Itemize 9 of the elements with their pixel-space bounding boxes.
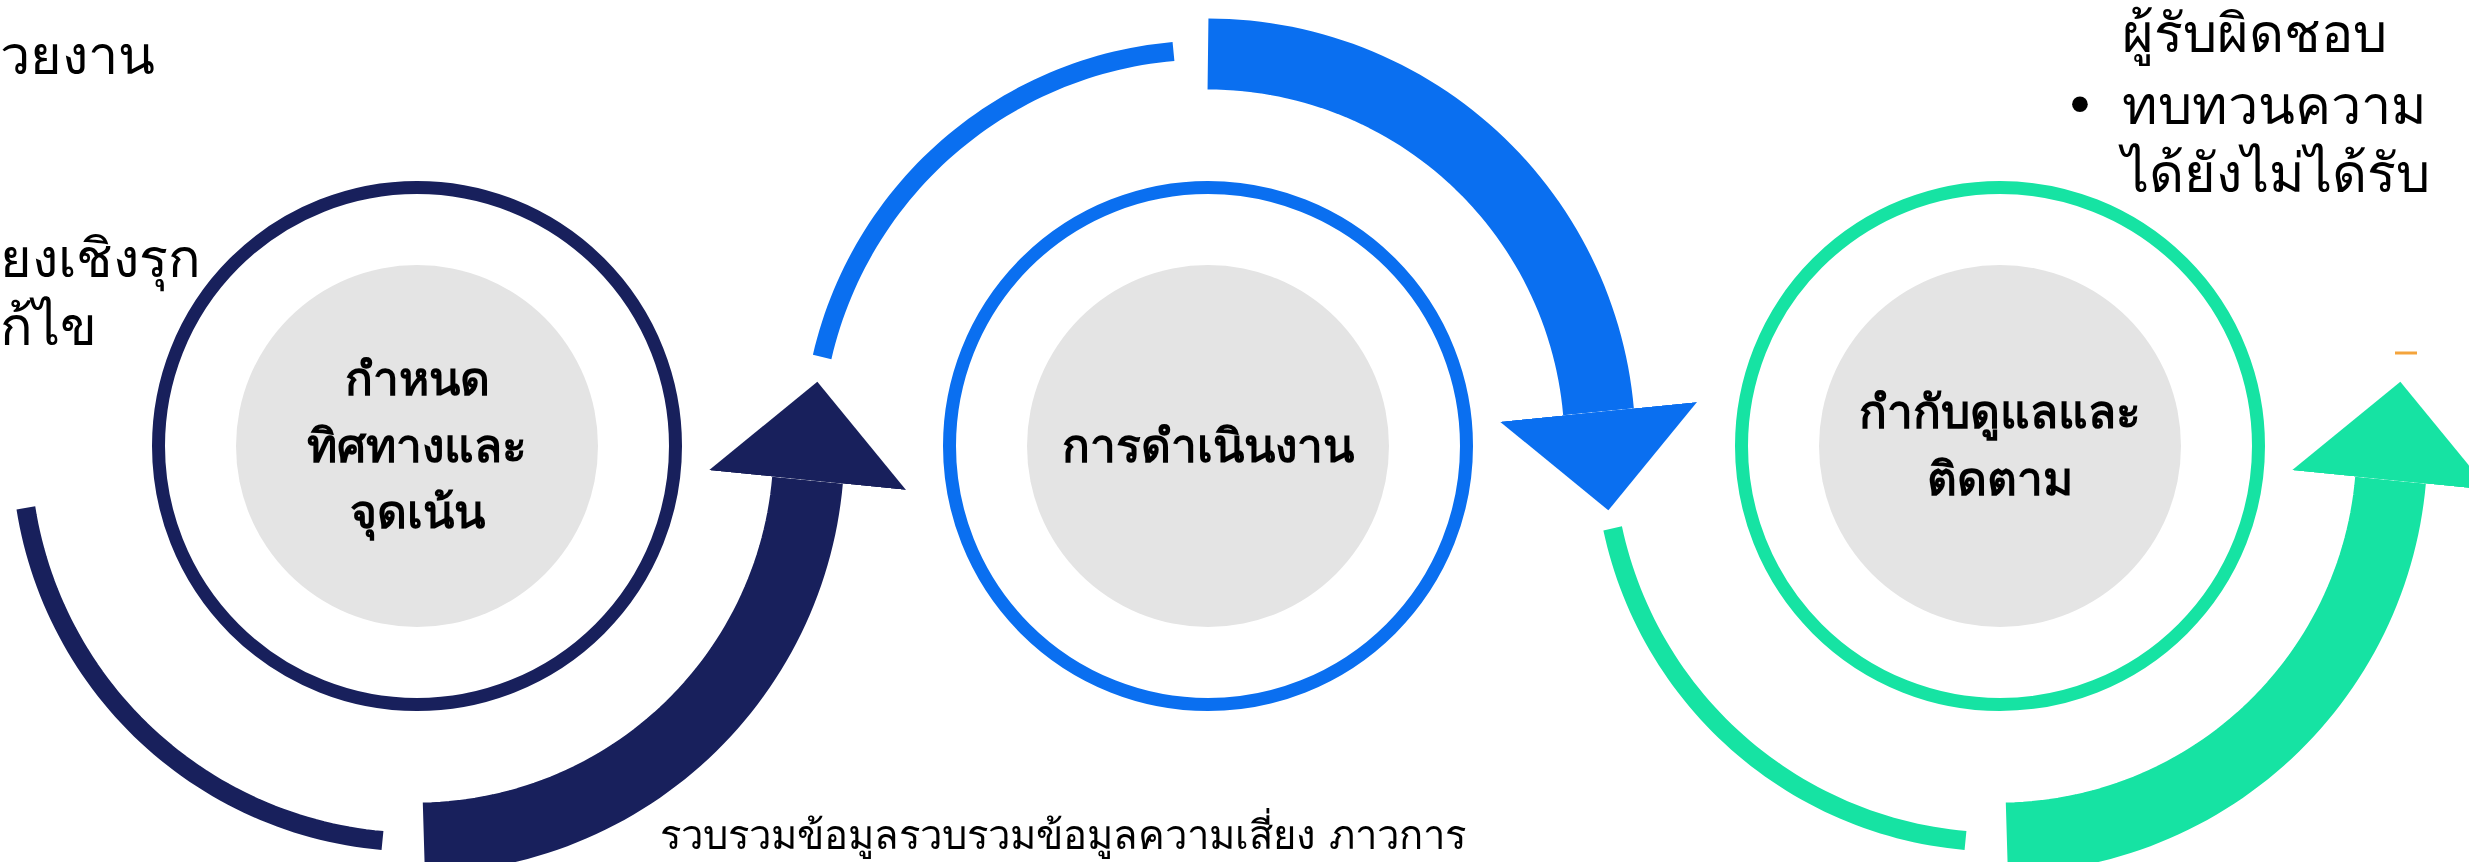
ring-circle bbox=[943, 181, 1473, 711]
note-text: วยงาน bbox=[0, 23, 155, 89]
bullet-item: • ทบทวนความ ได้ยังไม่ได้รับ bbox=[2064, 73, 2430, 207]
note-text: ยงเชิงรุก ก้ไข bbox=[0, 226, 201, 360]
step-label: กำหนดทิศทางและจุดเน้น bbox=[306, 350, 528, 543]
note-text: รวบรวมข้อมูลรวบรวมข้อมูลความเสี่ยง ภาวการ bbox=[660, 810, 1466, 860]
step-label: กำกับดูแลและติดตาม bbox=[1858, 384, 2142, 508]
note-text: ผู้รับผิดชอบ bbox=[2122, 1, 2387, 68]
step-label: การดำเนินงาน bbox=[1061, 417, 1355, 475]
